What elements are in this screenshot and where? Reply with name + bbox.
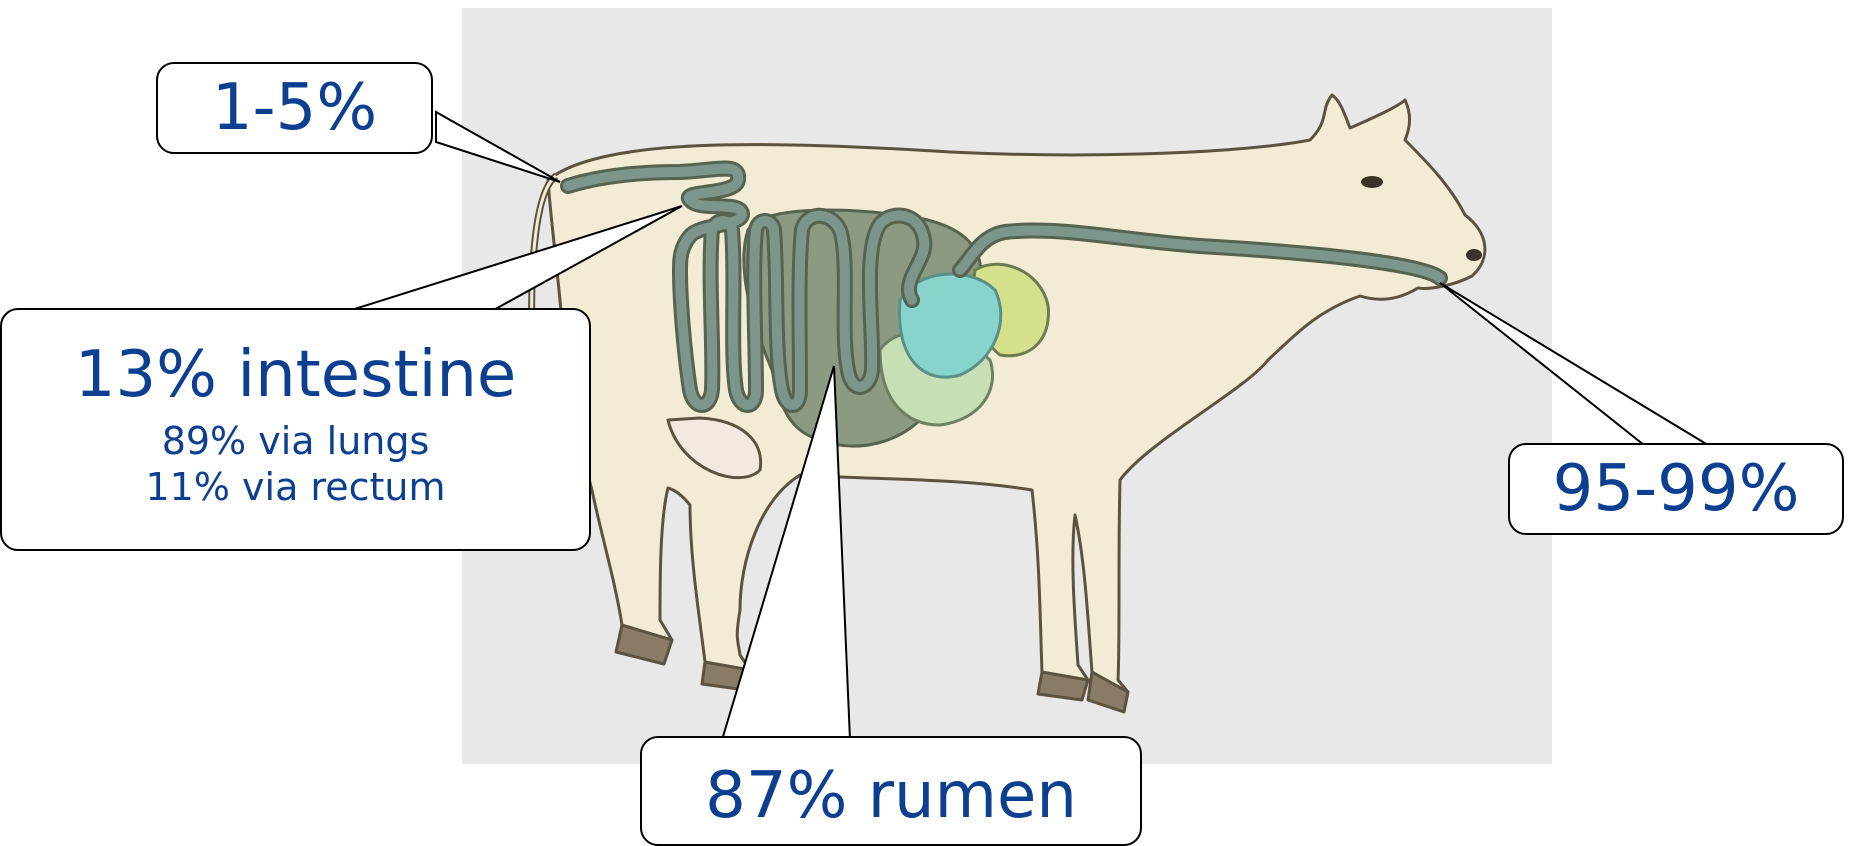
callout-rumen-value: 87% rumen	[705, 764, 1077, 828]
callout-intestine-lungs: 89% via lungs	[162, 419, 430, 465]
callout-intestine: 13% intestine 89% via lungs 11% via rect…	[0, 308, 591, 551]
callout-mouth-value: 95-99%	[1553, 457, 1800, 521]
cow-eye	[1361, 176, 1383, 188]
callout-rumen: 87% rumen	[640, 736, 1142, 846]
callout-mouth: 95-99%	[1508, 443, 1844, 535]
cow-nostril	[1466, 249, 1482, 261]
callout-tail: 1-5%	[156, 62, 433, 154]
callout-tail-value: 1-5%	[212, 76, 377, 140]
callout-intestine-rectum: 11% via rectum	[145, 465, 445, 511]
callout-intestine-title: 13% intestine	[75, 343, 517, 407]
